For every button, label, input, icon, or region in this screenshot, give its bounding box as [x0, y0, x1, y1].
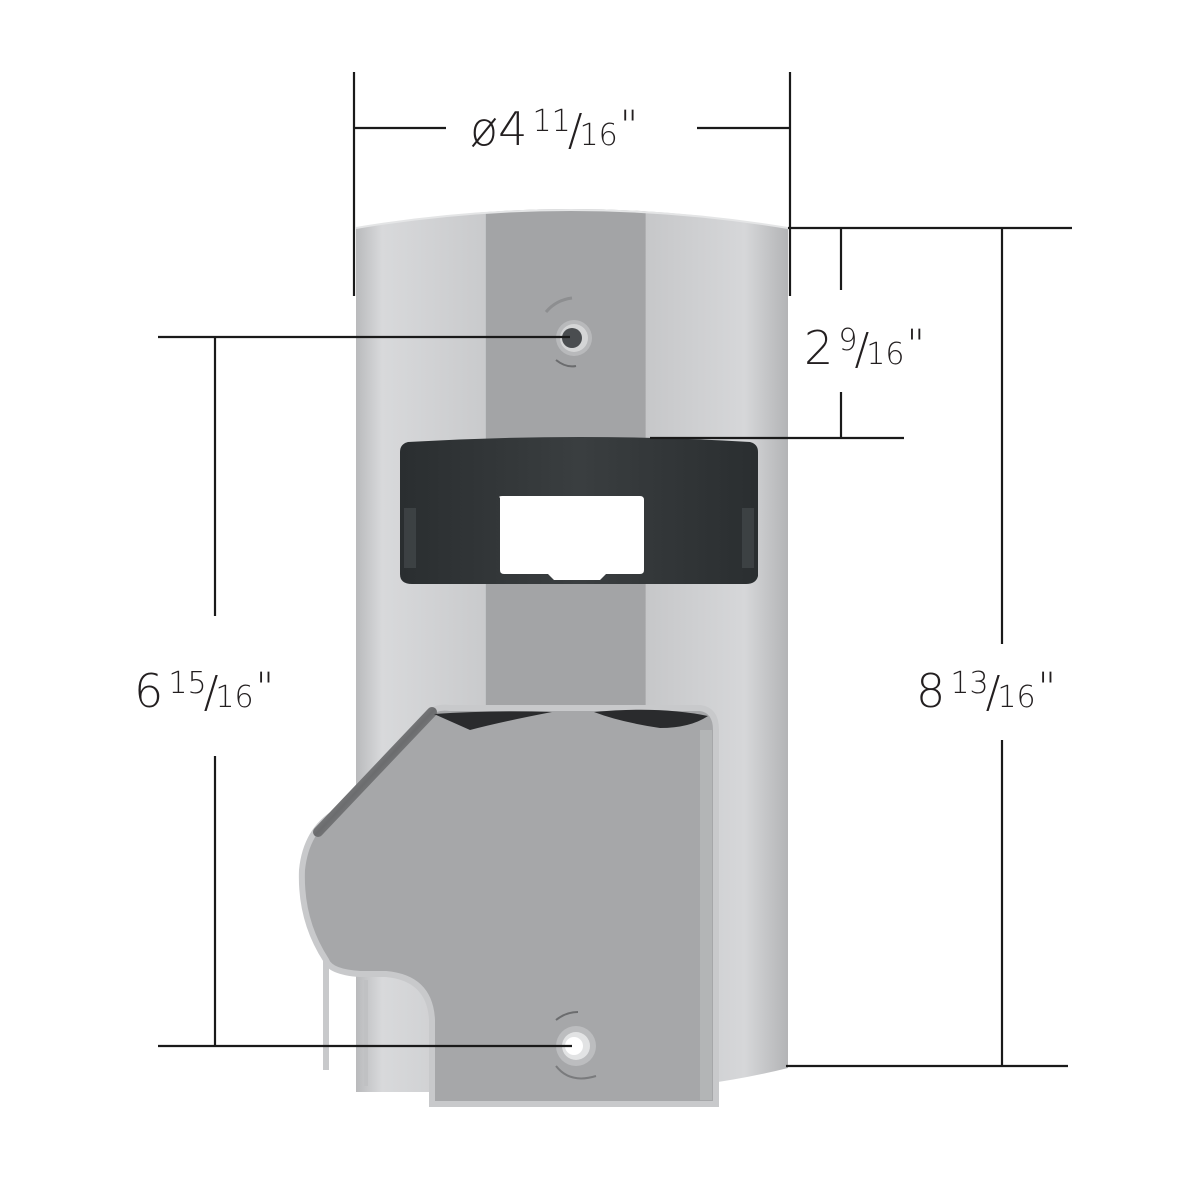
- cable-window: [400, 437, 758, 584]
- dimension-whole: 4: [498, 102, 528, 156]
- inch-mark: ": [1037, 665, 1056, 711]
- inch-mark: ": [619, 103, 639, 149]
- dimension-denominator: 16: [215, 680, 254, 715]
- overall-height-dimension-label: 8 13/16": [916, 664, 1056, 718]
- dimension-numerator: 9: [838, 323, 858, 358]
- diameter-symbol: ø: [470, 102, 499, 156]
- dimension-denominator: 16: [997, 680, 1036, 715]
- hole-spacing-dimension-label: 6 15/16": [134, 664, 274, 718]
- dimension-whole: 2: [804, 321, 834, 375]
- dimension-numerator: 11: [532, 104, 571, 139]
- diameter-dimension-label: ø4 11/16": [470, 102, 639, 156]
- inch-mark: ": [255, 665, 274, 711]
- dimension-numerator: 15: [168, 666, 207, 701]
- dimension-whole: 8: [916, 664, 946, 718]
- dimension-denominator: 16: [866, 337, 905, 372]
- top-screw-hole: [544, 296, 592, 368]
- cover-plate: [298, 704, 719, 1107]
- dimension-whole: 6: [134, 664, 164, 718]
- bottom-screw-hole: [555, 1011, 597, 1080]
- dimension-denominator: 16: [579, 118, 618, 153]
- dimension-lines: [158, 72, 1072, 1068]
- top-to-window-dimension-label: 2 9/16": [804, 321, 925, 375]
- dimension-numerator: 13: [950, 666, 989, 701]
- inch-mark: ": [906, 322, 925, 368]
